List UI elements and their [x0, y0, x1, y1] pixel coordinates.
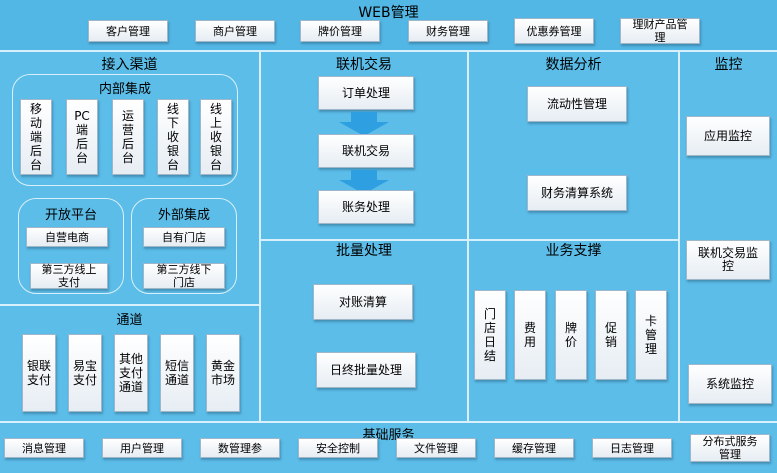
online-item-order[interactable]: 订单处理 — [318, 76, 414, 110]
open-item-ecommerce[interactable]: 自营电商 — [26, 227, 108, 247]
online-title: 联机交易 — [336, 57, 392, 73]
web-item-coupon[interactable]: 优惠券管理 — [514, 18, 594, 44]
base-item-distributed[interactable]: 分布式服务管理 — [690, 434, 770, 462]
support-item-card[interactable]: 卡管理 — [635, 290, 667, 380]
divider-col2 — [467, 50, 469, 421]
support-item-daily[interactable]: 门店日结 — [474, 290, 506, 380]
monitor-item-app[interactable]: 应用监控 — [686, 116, 770, 156]
online-item-account[interactable]: 账务处理 — [318, 190, 414, 224]
divider-access-channel — [0, 304, 259, 306]
divider-col1 — [259, 50, 261, 421]
web-item-price[interactable]: 牌价管理 — [300, 20, 380, 42]
base-item-security[interactable]: 安全控制 — [298, 438, 378, 458]
base-item-log[interactable]: 日志管理 — [592, 438, 672, 458]
internal-item-offline-pos[interactable]: 线下收银台 — [157, 99, 189, 175]
base-item-user[interactable]: 用户管理 — [102, 438, 182, 458]
arrow-down-1-icon — [339, 112, 389, 136]
internal-title: 内部集成 — [98, 82, 151, 97]
web-item-wealth[interactable]: 理财产品管理 — [620, 18, 700, 44]
base-item-cache[interactable]: 缓存管理 — [494, 438, 574, 458]
batch-item-eod[interactable]: 日终批量处理 — [316, 352, 416, 388]
channel-item-sms[interactable]: 短信通道 — [160, 334, 194, 412]
channel-item-gold[interactable]: 黄金市场 — [206, 334, 240, 412]
external-item-third-offline[interactable]: 第三方线下门店 — [143, 263, 225, 289]
internal-item-pc[interactable]: PC端后台 — [66, 99, 98, 175]
monitor-item-system[interactable]: 系统监控 — [688, 364, 772, 404]
support-item-fee[interactable]: 费用 — [514, 290, 546, 380]
open-group — [18, 198, 124, 294]
divider-bottom — [0, 421, 777, 423]
analysis-title: 数据分析 — [545, 57, 602, 73]
internal-item-mobile[interactable]: 移动端后台 — [20, 99, 52, 175]
base-item-params[interactable]: 数管理参 — [200, 438, 280, 458]
batch-title: 批量处理 — [336, 243, 392, 259]
monitor-item-online[interactable]: 联机交易监控 — [686, 240, 770, 280]
channel-item-yeepay[interactable]: 易宝支付 — [68, 334, 102, 412]
open-title: 开放平台 — [44, 208, 97, 223]
arrow-down-2-icon — [339, 170, 389, 194]
internal-group — [12, 74, 238, 186]
divider-col3 — [678, 50, 680, 421]
channel-title: 通道 — [116, 313, 143, 328]
divider-online-batch — [259, 239, 678, 241]
channel-item-unionpay[interactable]: 银联支付 — [22, 334, 56, 412]
online-item-trade[interactable]: 联机交易 — [318, 134, 414, 168]
base-item-message[interactable]: 消息管理 — [4, 438, 84, 458]
web-title: WEB管理 — [358, 5, 419, 21]
channel-item-other[interactable]: 其他支付通道 — [114, 334, 148, 412]
external-item-own-store[interactable]: 自有门店 — [143, 227, 225, 247]
web-item-finance[interactable]: 财务管理 — [408, 20, 488, 42]
base-item-file[interactable]: 文件管理 — [396, 438, 476, 458]
support-item-promo[interactable]: 促销 — [595, 290, 627, 380]
web-item-customer[interactable]: 客户管理 — [88, 20, 168, 42]
analysis-item-settlement[interactable]: 财务清算系统 — [527, 175, 627, 211]
monitor-title: 监控 — [714, 57, 743, 73]
access-title: 接入渠道 — [101, 57, 158, 73]
analysis-item-liquidity[interactable]: 流动性管理 — [527, 86, 627, 122]
external-group — [131, 198, 237, 294]
internal-item-online-pos[interactable]: 线上收银台 — [200, 99, 232, 175]
external-title: 外部集成 — [157, 208, 210, 223]
support-item-price[interactable]: 牌价 — [555, 290, 587, 380]
batch-item-reconcile[interactable]: 对账清算 — [313, 284, 413, 320]
divider-top — [0, 50, 777, 52]
support-title: 业务支撑 — [545, 243, 602, 259]
internal-item-ops[interactable]: 运营后台 — [112, 99, 144, 175]
open-item-third-online[interactable]: 第三方线上支付 — [30, 263, 108, 289]
web-item-merchant[interactable]: 商户管理 — [195, 20, 275, 42]
